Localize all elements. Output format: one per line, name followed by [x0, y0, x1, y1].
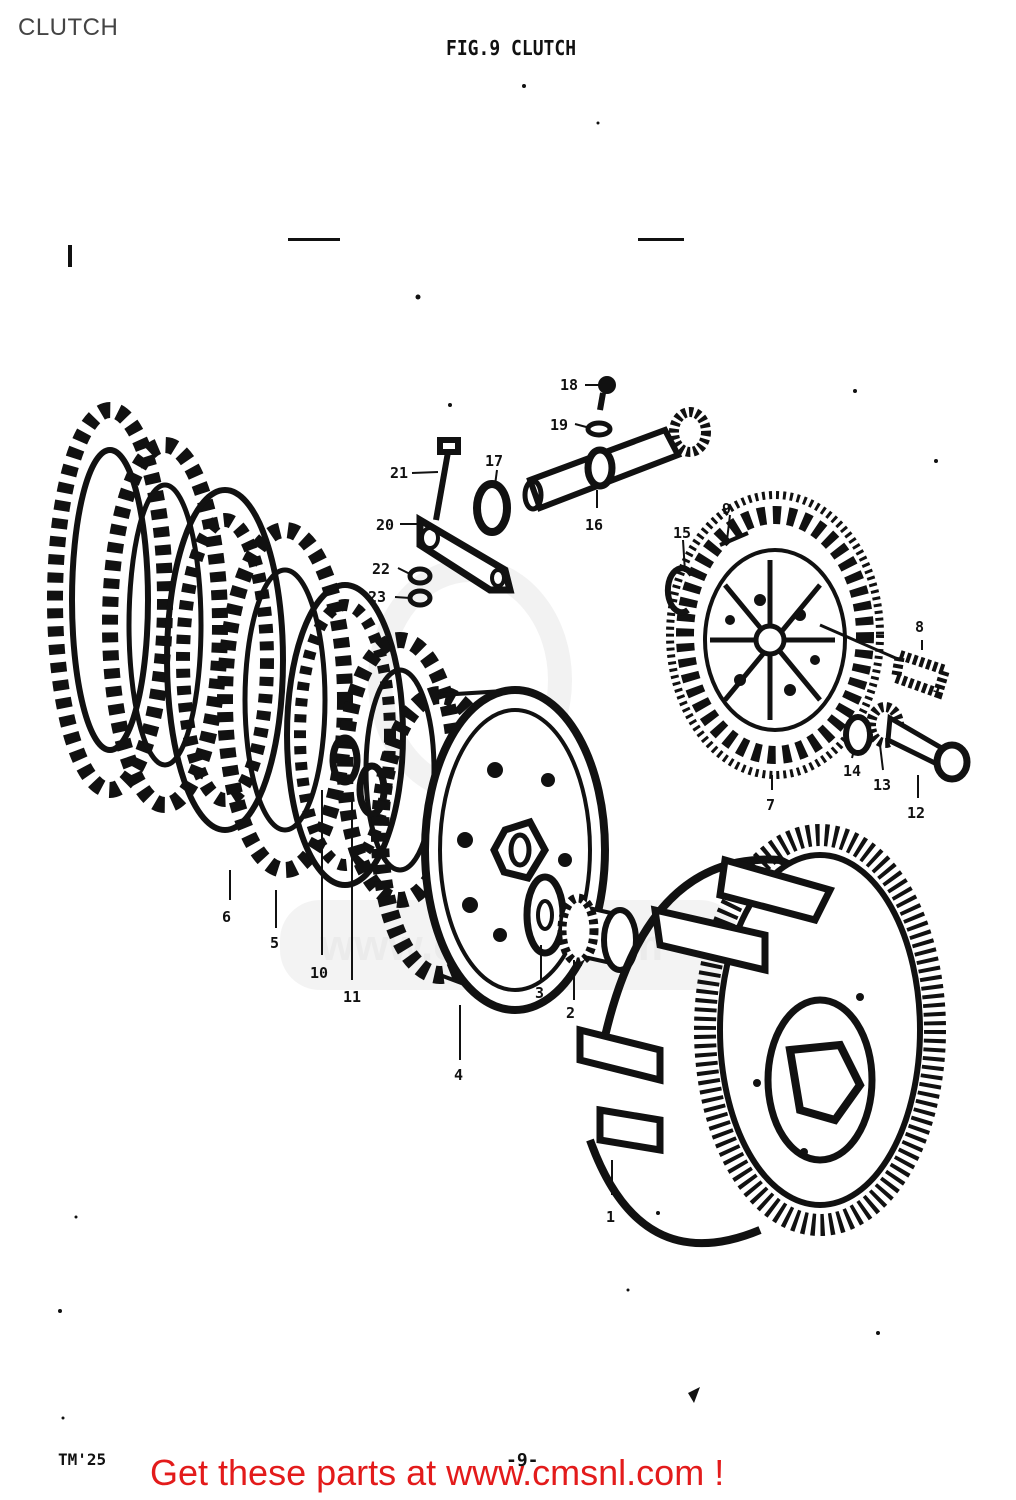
callout-23: 23 — [368, 588, 386, 606]
callout-12: 12 — [907, 804, 925, 822]
cmsnl-parts-link[interactable]: Get these parts at www.cmsnl.com ! — [150, 1452, 725, 1493]
page-header-title: CLUTCH — [18, 14, 119, 41]
callout-leader-lines — [229, 384, 923, 1195]
callout-22: 22 — [372, 560, 390, 578]
callout-10: 10 — [310, 964, 328, 982]
callout-21: 21 — [390, 464, 408, 482]
callout-5: 5 — [270, 934, 279, 952]
clutch-spring-and-fasteners — [664, 531, 971, 783]
callout-11: 11 — [343, 988, 361, 1006]
callout-16: 16 — [585, 516, 603, 534]
figure-title: FIG.9 CLUTCH — [446, 36, 577, 60]
callout-4: 4 — [454, 1066, 463, 1084]
clutch-housing-primary-gear — [576, 824, 946, 1248]
callout-1: 1 — [606, 1208, 615, 1226]
callout-7: 7 — [766, 796, 775, 814]
release-shaft-assembly — [473, 376, 711, 536]
callout-2: 2 — [566, 1004, 575, 1022]
pressure-plate — [666, 491, 884, 779]
callout-13: 13 — [873, 776, 891, 794]
callout-15: 15 — [673, 524, 691, 542]
callout-9: 9 — [722, 500, 731, 518]
clutch-sleeve-hub — [371, 686, 609, 1014]
callout-17: 17 — [485, 452, 503, 470]
callout-6: 6 — [222, 908, 231, 926]
scan-specks — [58, 84, 938, 1420]
clutch-plate-stack — [47, 402, 463, 908]
callout-18: 18 — [560, 376, 578, 394]
page-number: -9- — [506, 1450, 539, 1471]
callout-19: 19 — [550, 416, 568, 434]
callout-3: 3 — [535, 984, 544, 1002]
model-code: TM'25 — [58, 1450, 107, 1469]
callout-8: 8 — [915, 618, 924, 636]
callout-numbers: 1 2 3 4 5 6 7 8 9 10 11 12 13 14 15 16 1… — [222, 376, 925, 1226]
callout-20: 20 — [376, 516, 394, 534]
release-arm-assembly — [407, 437, 515, 608]
callout-14: 14 — [843, 762, 861, 780]
